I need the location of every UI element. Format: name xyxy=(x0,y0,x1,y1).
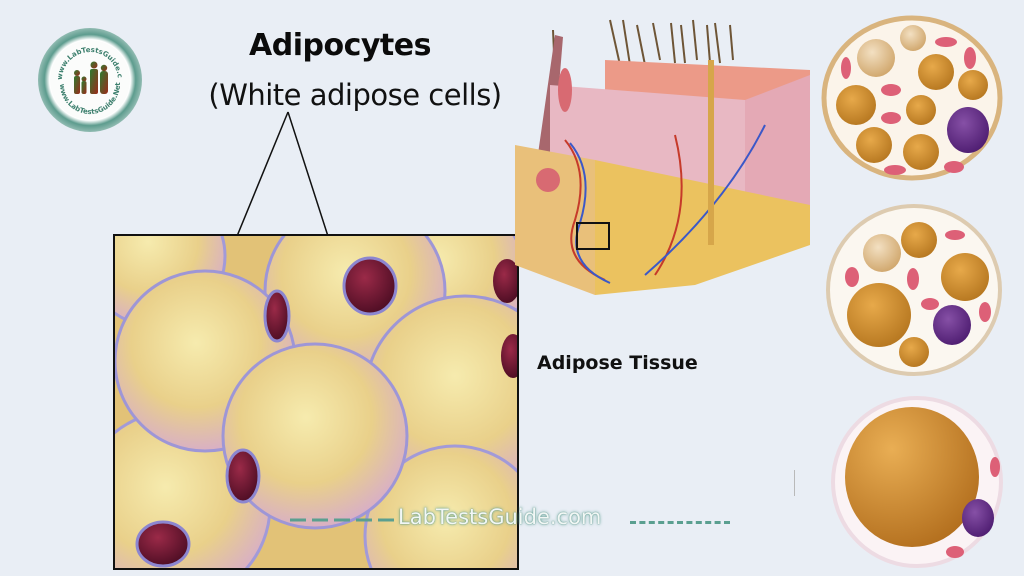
logo-inner-circle: www.LabTestsGuide.com www.LabTestsGuide.… xyxy=(46,34,130,120)
multilocular-fat-cell-illustration xyxy=(821,15,1003,181)
unilocular-fat-cell-illustration xyxy=(831,396,1003,568)
page-subtitle: (White adipose cells) xyxy=(208,78,502,112)
watermark-dash-left xyxy=(290,518,398,522)
paucilocular-fat-cell-illustration xyxy=(826,204,1002,376)
adipocyte-cluster-illustration xyxy=(115,236,517,568)
labtestsguide-logo: www.LabTestsGuide.com www.LabTestsGuide.… xyxy=(38,28,142,132)
adipose-tissue-label: Adipose Tissue xyxy=(537,352,698,374)
skin-cross-section-illustration xyxy=(515,19,810,295)
divider-line xyxy=(794,470,795,496)
family-silhouette-icon: www.LabTestsGuide.com www.LabTestsGuide.… xyxy=(46,34,124,116)
watermark-text: LabTestsGuide.com xyxy=(398,505,602,529)
page-title: Adipocytes xyxy=(249,28,431,63)
adipocyte-micrograph xyxy=(113,234,519,570)
watermark-dash-right xyxy=(630,521,730,524)
